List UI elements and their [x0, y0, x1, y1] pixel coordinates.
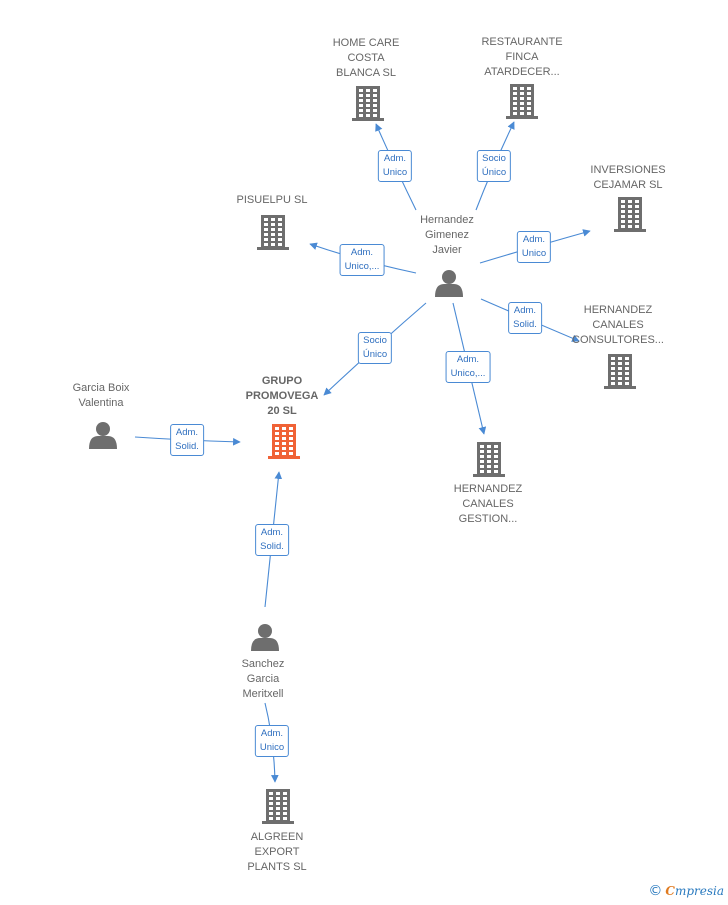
edge-label-hernandez-gimenez-to-restaurante[interactable]: Socio Único — [476, 150, 512, 182]
copyright-icon: © — [648, 883, 663, 899]
edge-label-garcia-boix-to-grupo-promovega[interactable]: Adm. Solid. — [170, 424, 204, 456]
hernandez-canales-consultores-building-icon[interactable] — [604, 354, 636, 389]
garcia-boix-person-icon[interactable] — [89, 422, 117, 449]
icons-layer — [89, 84, 646, 824]
hernandez-gimenez-label[interactable]: Hernandez Gimenez Javier — [420, 214, 474, 256]
edge-label-hernandez-gimenez-to-hernandez-canales-gestion[interactable]: Adm. Unico,... — [445, 351, 491, 383]
edge-label-hernandez-gimenez-to-pisuelpu[interactable]: Adm. Unico,... — [339, 244, 385, 276]
edge-label-hernandez-gimenez-to-home-care[interactable]: Adm. Unico — [377, 150, 413, 182]
edge-label-hernandez-gimenez-to-inversiones[interactable]: Adm. Unico — [516, 231, 552, 263]
edge-label-hernandez-gimenez-to-grupo-promovega[interactable]: Socio Único — [357, 332, 393, 364]
brand-name: mpresia — [674, 884, 724, 898]
edge-label-sanchez-garcia-to-algreen[interactable]: Adm. Unico — [254, 725, 290, 757]
restaurante-building-icon[interactable] — [506, 84, 538, 119]
inversiones-label[interactable]: INVERSIONES CEJAMAR SL — [590, 164, 666, 191]
hernandez-canales-consultores-label[interactable]: HERNANDEZ CANALES CONSULTORES... — [572, 304, 664, 346]
home-care-label[interactable]: HOME CARE COSTA BLANCA SL — [332, 37, 400, 79]
grupo-promovega-label[interactable]: GRUPO PROMOVEGA 20 SL — [245, 375, 319, 417]
inversiones-building-icon[interactable] — [614, 197, 646, 232]
pisuelpu-label[interactable]: PISUELPU SL — [236, 194, 308, 206]
pisuelpu-building-icon[interactable] — [257, 215, 289, 250]
grupo-promovega-building-icon[interactable] — [268, 424, 300, 459]
home-care-building-icon[interactable] — [352, 86, 384, 121]
sanchez-garcia-label[interactable]: Sanchez Garcia Meritxell — [241, 658, 285, 700]
hernandez-canales-gestion-building-icon[interactable] — [473, 442, 505, 477]
garcia-boix-label[interactable]: Garcia Boix Valentina — [72, 382, 130, 409]
hernandez-canales-gestion-label[interactable]: HERNANDEZ CANALES GESTION... — [453, 483, 523, 525]
hernandez-gimenez-person-icon[interactable] — [435, 270, 463, 297]
edge-label-hernandez-gimenez-to-hernandez-canales-consultores[interactable]: Adm. Solid. — [508, 302, 542, 334]
algreen-building-icon[interactable] — [262, 789, 294, 824]
edge-label-sanchez-garcia-to-grupo-promovega[interactable]: Adm. Solid. — [255, 524, 289, 556]
restaurante-label[interactable]: RESTAURANTE FINCA ATARDECER... — [481, 36, 563, 78]
algreen-label[interactable]: ALGREEN EXPORT PLANTS SL — [247, 831, 307, 873]
sanchez-garcia-person-icon[interactable] — [251, 624, 279, 651]
brand-initial: C — [665, 884, 675, 898]
empresia-brand[interactable]: ©Cmpresia — [648, 883, 724, 899]
